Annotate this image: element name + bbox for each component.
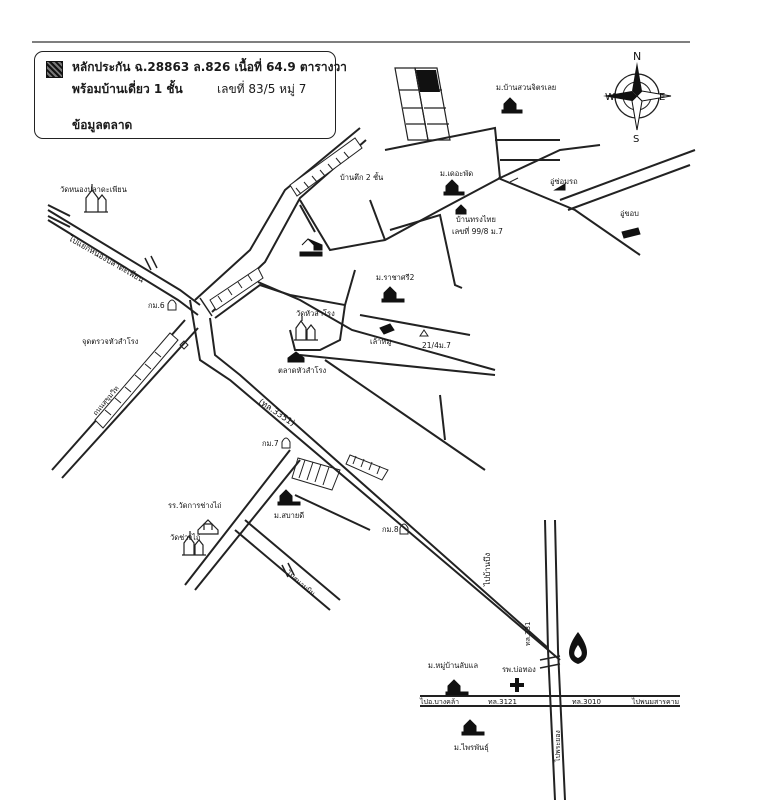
- house-icons: [277, 97, 641, 736]
- km-markers: [167, 177, 584, 535]
- label-school: รร.วัดการช่างไถ่: [168, 501, 222, 510]
- map-labels: วัดหนองปลาดะเพียน ไปแยกหนองปลาตะเพียน กม…: [60, 83, 679, 763]
- label-moo-lap: ม.หมู่บ้านลับแล: [428, 661, 478, 670]
- moo-bottom-icon: [461, 719, 485, 736]
- temple-icons: [84, 184, 318, 556]
- label-to-bo: ไปพระยอง: [553, 730, 562, 763]
- label-ban-2floor: บ้านตึก 2 ชั้น: [340, 172, 383, 182]
- label-rice-mill: อู่ซ่อมรถ: [550, 177, 578, 186]
- duck-farm-icon: [379, 323, 395, 335]
- label-moo-rachasri: ม.ราชาศรี2: [376, 273, 415, 282]
- label-hwy-3351: (ทล.3351): [256, 397, 296, 429]
- label-village-top: ม.บ้านสวนจิตรเลย: [496, 83, 556, 92]
- label-house-no: เลขที่ 99/8 ม.7: [452, 226, 503, 236]
- label-fish-pond: อู่ขอบ: [620, 209, 639, 218]
- label-to-bangkhla: ไปอ.บางคล้า: [419, 697, 459, 706]
- label-market: ตลาดหัวสำโรง: [278, 366, 327, 375]
- rachasri-icon: [381, 286, 405, 303]
- label-moo-sathit: ม.สบายดี: [274, 511, 304, 520]
- label-wat-huasamrong: วัดหัวสำโรง: [296, 309, 335, 318]
- km6-icon: [167, 299, 177, 311]
- hatch-marks: [104, 151, 381, 475]
- legend-line2: พร้อมบ้านเดี่ยว 1 ชั้น: [72, 82, 183, 96]
- market-icon: [287, 351, 305, 363]
- compass-rose: N S E W: [603, 50, 672, 145]
- label-house-21: 21/4ม.7: [422, 341, 451, 350]
- village-pa-icon: [443, 179, 465, 196]
- hospital-cross-icon: [510, 678, 524, 692]
- legend-house-number: เลขที่ 83/5 หมู่ 7: [217, 82, 307, 96]
- label-hwy-3010: ทล.3010: [572, 698, 601, 706]
- rice-mill-icon: [553, 183, 566, 191]
- label-wat-changthai: วัดช่างไถ่: [170, 533, 200, 542]
- legend-line3: ข้อมูลตลาด: [72, 118, 133, 132]
- label-to-phanom: ไปพนมสารคาม: [631, 697, 679, 706]
- label-house-thai: บ้านทรงไทย: [456, 215, 496, 224]
- legend-box: หลักประกัน ฉ.28863 ล.826 เนื้อที่ 64.9 ต…: [34, 51, 347, 139]
- label-km8: กม.8: [382, 525, 399, 534]
- house-2floor-icon: [299, 238, 323, 257]
- label-checkpoint: จุดตรวจหัวสำโรง: [82, 337, 139, 346]
- roads: [47, 126, 696, 800]
- label-hwy-3121: ทล.3121: [488, 698, 517, 706]
- label-to-banbung: ไปบ้านบึง: [483, 553, 492, 587]
- label-km6: กม.6: [148, 301, 165, 310]
- legend-line1: หลักประกัน ฉ.28863 ล.826 เนื้อที่ 64.9 ต…: [72, 60, 347, 74]
- label-to-sanam: ไปสนามบิน: [284, 568, 317, 598]
- subject-parcel: [416, 70, 440, 92]
- label-km7: กม.7: [262, 439, 279, 448]
- village-top-icon: [501, 97, 523, 114]
- km8-icon: [399, 523, 409, 535]
- label-duck-farm: เล้าหมู: [370, 337, 391, 346]
- compass-e: E: [659, 92, 665, 103]
- fish-pond-icon: [621, 227, 641, 239]
- compass-w: W: [605, 92, 615, 103]
- compass-n: N: [633, 50, 641, 63]
- km7-icon: [281, 437, 291, 449]
- legend-swatch: [46, 61, 63, 78]
- school-icon: [197, 519, 219, 535]
- house-thai-icon: [455, 204, 467, 215]
- house21-icon: [419, 329, 429, 337]
- label-to-nong-plak: ไปแยกหนองปลาตะเพียน: [66, 233, 146, 284]
- label-wat-nong-plak: วัดหนองปลาดะเพียน: [60, 185, 127, 194]
- compass-s: S: [633, 134, 639, 145]
- wat-huasamrong-icon: [294, 316, 318, 341]
- label-hwy-331: ทล.331: [524, 622, 532, 647]
- label-village-pa: ม.เดอะพัด: [440, 169, 473, 178]
- road-nw-end: [47, 204, 71, 228]
- label-hospital: รพ.บ่อทอง: [502, 665, 536, 674]
- gas-station-icon: [569, 632, 587, 664]
- checkpoint-icon: [179, 340, 189, 350]
- label-moo-bottom: ม.ไพรพันธุ์: [454, 743, 489, 752]
- sathit-icon: [277, 489, 301, 506]
- market-block: [291, 457, 341, 491]
- wat-nong-plak-icon: [84, 184, 108, 213]
- crossing-marks: [144, 255, 561, 669]
- moo-lap-icon: [445, 679, 469, 696]
- wat-changthai-icon: [182, 531, 206, 556]
